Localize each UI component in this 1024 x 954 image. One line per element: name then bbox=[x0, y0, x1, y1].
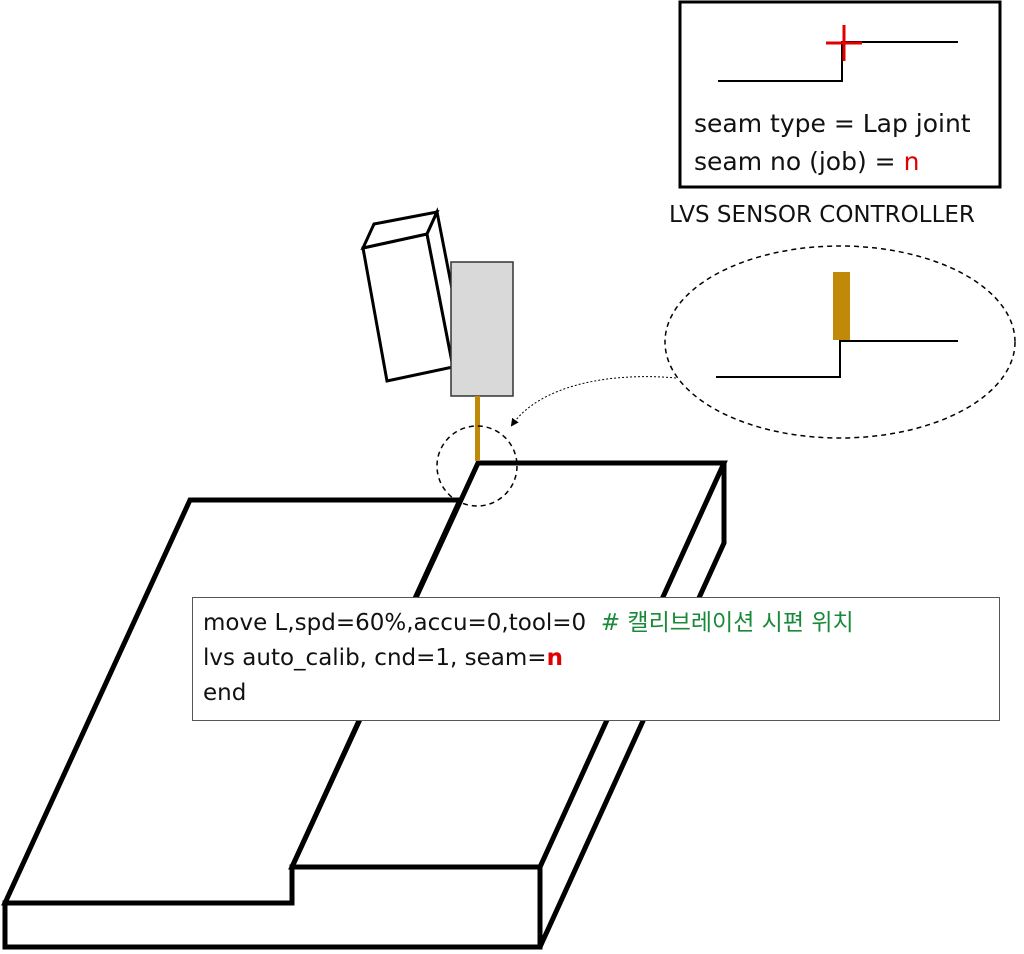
sensor-head bbox=[360, 207, 465, 383]
seam-no-text: seam no (job) = n bbox=[694, 147, 919, 176]
callout-arrow bbox=[510, 376, 677, 427]
welding-wire bbox=[475, 396, 480, 461]
seam-no-value: n bbox=[904, 147, 920, 176]
seam-parameter-value: n bbox=[546, 645, 563, 671]
panel-joint-profile bbox=[718, 41, 958, 82]
move-command: move L,spd=60%,accu=0,tool=0 bbox=[203, 610, 587, 636]
workpiece bbox=[1, 460, 728, 950]
seam-no-label: seam no (job) = bbox=[694, 147, 904, 176]
controller-caption: LVS SENSOR CONTROLLER bbox=[669, 202, 975, 228]
move-comment: # 캘리브레이션 시편 위치 bbox=[600, 610, 854, 636]
seam-marker-icon bbox=[826, 25, 862, 61]
code-line-move: move L,spd=60%,accu=0,tool=0 # 캘리브레이션 시편… bbox=[203, 606, 989, 641]
lvs-command: lvs auto_calib, cnd=1, seam= bbox=[203, 645, 547, 671]
zoom-joint-profile bbox=[716, 340, 958, 378]
seam-type-text: seam type = Lap joint bbox=[694, 109, 971, 138]
zoom-callout bbox=[664, 245, 1016, 439]
welding-torch bbox=[450, 261, 514, 397]
plate-front-face bbox=[2, 864, 543, 950]
zoom-welding-wire bbox=[833, 272, 850, 340]
code-line-lvs: lvs auto_calib, cnd=1, seam=n bbox=[203, 641, 989, 676]
code-line-end: end bbox=[203, 680, 247, 706]
robot-program-box: move L,spd=60%,accu=0,tool=0 # 캘리브레이션 시편… bbox=[192, 597, 1000, 721]
controller-panel bbox=[678, 0, 1002, 189]
tip-focus-circle bbox=[436, 425, 518, 507]
